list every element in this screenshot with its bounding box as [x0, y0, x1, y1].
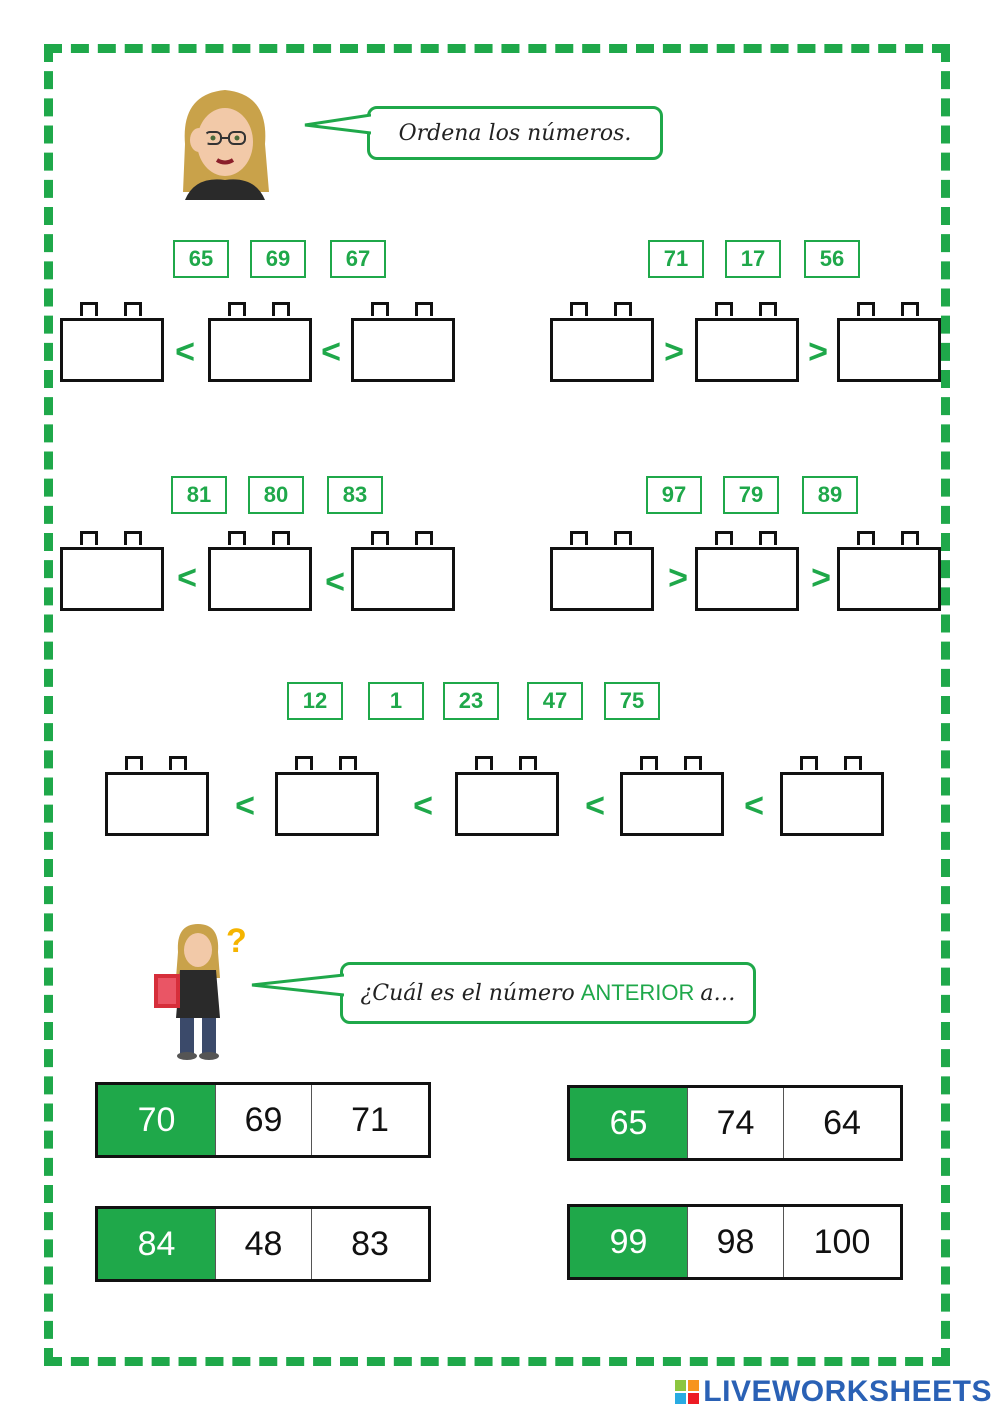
number-tag[interactable]: 71 — [648, 240, 704, 278]
answer-brick[interactable] — [105, 756, 209, 836]
answer-option[interactable]: 98 — [687, 1207, 783, 1277]
comparison-symbol: < — [321, 333, 341, 371]
question-highlight: ANTERIOR — [580, 980, 695, 1005]
svg-text:?: ? — [226, 922, 247, 960]
number-tag[interactable]: 69 — [250, 240, 306, 278]
question-suffix: a… — [700, 980, 736, 1006]
number-tag[interactable]: 1 — [368, 682, 424, 720]
target-number: 70 — [98, 1085, 215, 1155]
number-tag[interactable]: 65 — [173, 240, 229, 278]
number-tag[interactable]: 83 — [327, 476, 383, 514]
number-tag[interactable]: 89 — [802, 476, 858, 514]
answer-brick[interactable] — [455, 756, 559, 836]
answer-brick[interactable] — [550, 302, 654, 382]
answer-option[interactable]: 64 — [783, 1088, 900, 1158]
logo-mark-icon — [675, 1380, 700, 1404]
teacher-avatar-thinking-icon — [183, 90, 269, 200]
comparison-symbol: < — [744, 787, 764, 825]
answer-brick[interactable] — [550, 531, 654, 611]
teacher-avatar-question-icon: ? — [154, 922, 247, 1060]
comparison-symbol: < — [235, 787, 255, 825]
liveworksheets-logo: LIVEWORKSHEETS — [675, 1375, 992, 1409]
number-tag[interactable]: 97 — [646, 476, 702, 514]
comparison-symbol: > — [811, 559, 831, 597]
answer-brick[interactable] — [837, 302, 941, 382]
instruction-bubble-2: ¿Cuál es el número ANTERIOR a… — [340, 962, 756, 1024]
question-row: 84 48 83 — [95, 1206, 431, 1282]
answer-brick[interactable] — [695, 302, 799, 382]
number-tag[interactable]: 81 — [171, 476, 227, 514]
answer-brick[interactable] — [837, 531, 941, 611]
answer-brick[interactable] — [60, 302, 164, 382]
instruction-text-1: Ordena los números. — [398, 120, 632, 146]
comparison-symbol: > — [808, 333, 828, 371]
question-row: 99 98 100 — [567, 1204, 903, 1280]
answer-option[interactable]: 69 — [215, 1085, 311, 1155]
comparison-symbol: < — [585, 787, 605, 825]
answer-option[interactable]: 100 — [783, 1207, 900, 1277]
number-tag[interactable]: 12 — [287, 682, 343, 720]
answer-brick[interactable] — [275, 756, 379, 836]
target-number: 99 — [570, 1207, 687, 1277]
question-row: 65 74 64 — [567, 1085, 903, 1161]
question-prefix: ¿Cuál es el número — [360, 980, 575, 1006]
number-tag[interactable]: 80 — [248, 476, 304, 514]
comparison-symbol: > — [668, 559, 688, 597]
comparison-symbol: > — [664, 333, 684, 371]
comparison-symbol: < — [177, 559, 197, 597]
number-tag[interactable]: 79 — [723, 476, 779, 514]
answer-option[interactable]: 74 — [687, 1088, 783, 1158]
answer-option[interactable]: 48 — [215, 1209, 311, 1279]
answer-brick[interactable] — [208, 531, 312, 611]
answer-brick[interactable] — [351, 302, 455, 382]
dashed-border — [44, 44, 950, 1366]
comparison-symbol: < — [325, 563, 345, 601]
answer-brick[interactable] — [208, 302, 312, 382]
instruction-bubble-1: Ordena los números. — [367, 106, 663, 160]
target-number: 65 — [570, 1088, 687, 1158]
number-tag[interactable]: 23 — [443, 682, 499, 720]
bubble-tail-1 — [304, 113, 371, 135]
answer-brick[interactable] — [351, 531, 455, 611]
answer-brick[interactable] — [780, 756, 884, 836]
answer-brick[interactable] — [695, 531, 799, 611]
bubble-tail-2 — [251, 973, 344, 997]
comparison-symbol: < — [175, 333, 195, 371]
target-number: 84 — [98, 1209, 215, 1279]
comparison-symbol: < — [413, 787, 433, 825]
answer-brick[interactable] — [620, 756, 724, 836]
question-row: 70 69 71 — [95, 1082, 431, 1158]
answer-option[interactable]: 83 — [311, 1209, 428, 1279]
answer-option[interactable]: 71 — [311, 1085, 428, 1155]
logo-text: LIVEWORKSHEETS — [703, 1375, 992, 1408]
number-tag[interactable]: 75 — [604, 682, 660, 720]
answer-brick[interactable] — [60, 531, 164, 611]
number-tag[interactable]: 47 — [527, 682, 583, 720]
number-tag[interactable]: 67 — [330, 240, 386, 278]
number-tag[interactable]: 56 — [804, 240, 860, 278]
number-tag[interactable]: 17 — [725, 240, 781, 278]
